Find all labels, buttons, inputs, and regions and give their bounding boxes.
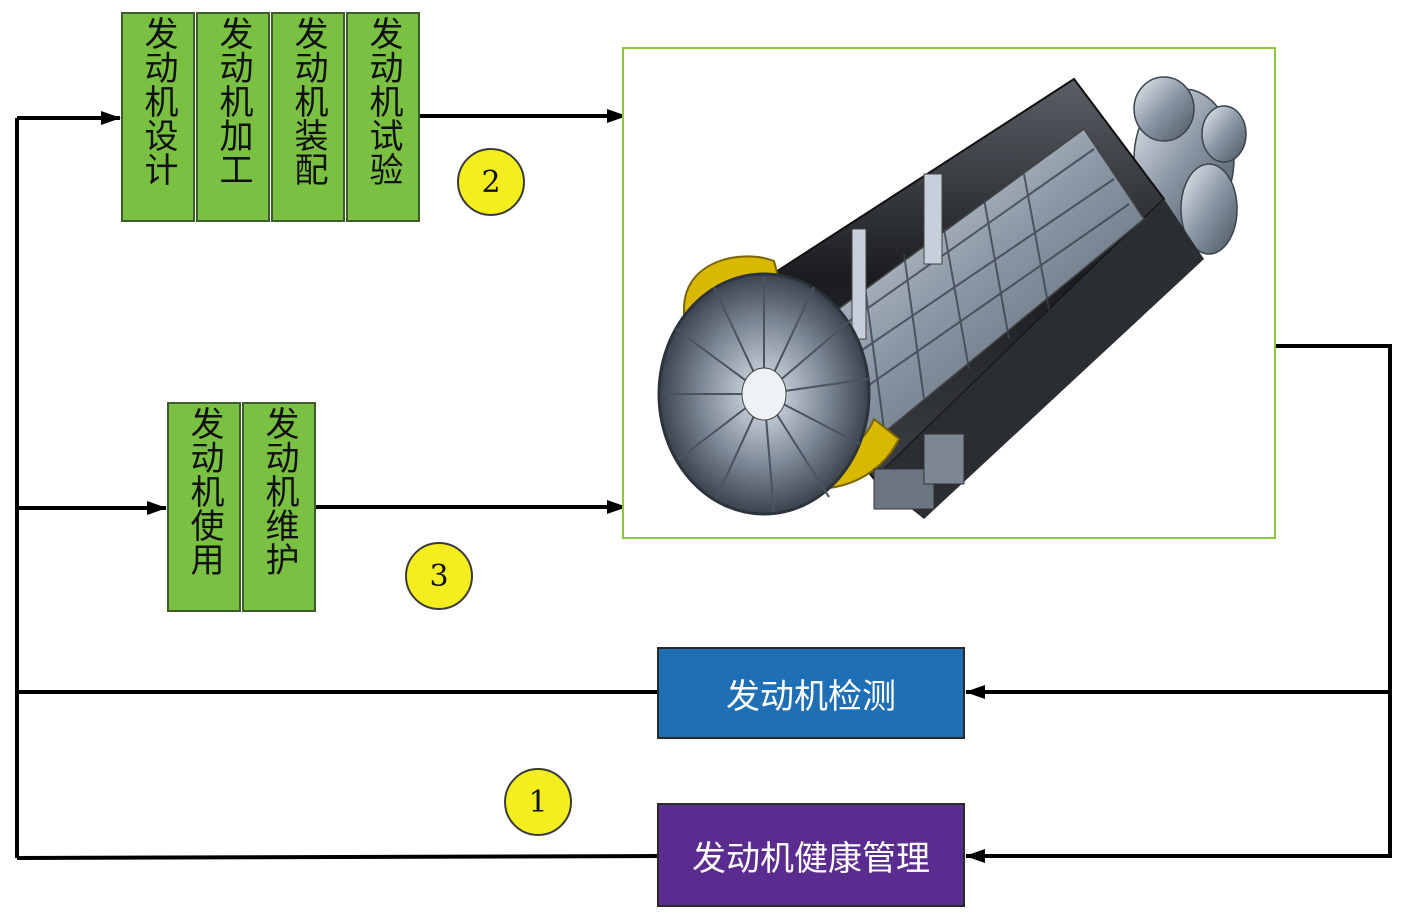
box-engine-assembly: 发动机装配 xyxy=(271,12,345,222)
box-engine-design: 发动机设计 xyxy=(121,12,195,222)
engine-image-frame xyxy=(622,47,1276,539)
turbofan-engine-icon xyxy=(657,76,1247,519)
box-label: 发动机设计 xyxy=(138,16,178,186)
box-engine-testing: 发动机试验 xyxy=(346,12,420,222)
box-label: 发动机维护 xyxy=(259,406,299,576)
engine-output-line xyxy=(1274,344,1392,858)
box-label: 发动机试验 xyxy=(363,16,403,186)
box-engine-machining: 发动机加工 xyxy=(196,12,270,222)
health-label: 发动机健康管理 xyxy=(692,838,930,879)
box-label: 发动机加工 xyxy=(213,16,253,186)
box-engine-detection: 发动机检测 xyxy=(657,647,965,739)
box-engine-health-management: 发动机健康管理 xyxy=(657,803,965,907)
badge-2: 2 xyxy=(457,148,525,216)
box-engine-use: 发动机使用 xyxy=(167,402,241,612)
badge-1: 1 xyxy=(504,768,572,836)
box-engine-maintenance: 发动机维护 xyxy=(242,402,316,612)
box-label: 发动机装配 xyxy=(288,16,328,186)
badge-3: 3 xyxy=(405,542,473,610)
health-feedback-line xyxy=(16,854,659,860)
detect-label: 发动机检测 xyxy=(726,676,896,717)
box-label: 发动机使用 xyxy=(184,406,224,576)
